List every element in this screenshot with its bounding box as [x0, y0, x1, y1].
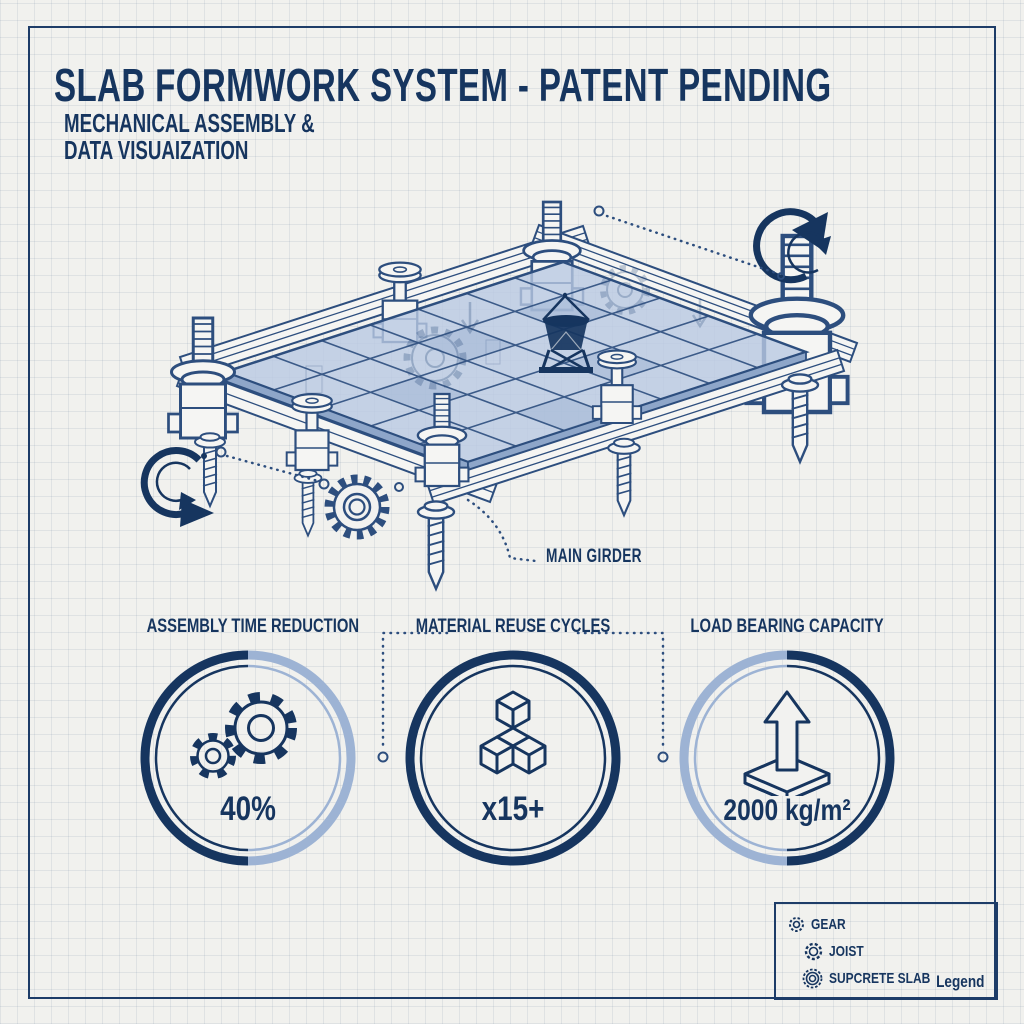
badge-load-capacity: LOAD BEARING CAPACITY 2000 kg/m²: [671, 616, 903, 874]
badge-dotted-connectors: [377, 631, 669, 763]
screw-leg-icon: [194, 432, 226, 507]
screw-leg-icon: [607, 437, 641, 517]
ghost-gear-icon: [403, 326, 467, 390]
screw-leg-icon: [780, 373, 820, 463]
stacked-cubes-icon: [479, 690, 547, 775]
subtitle-line-1: MECHANICAL ASSEMBLY &: [64, 108, 315, 138]
badge-reuse-cycles: MATERIAL REUSE CYCLES x15+: [397, 616, 629, 874]
ghost-box-icon: [305, 365, 323, 394]
sprocket-gear-icon: [324, 474, 404, 540]
legend-item-label: GEAR: [811, 915, 846, 933]
badge-label: MATERIAL REUSE CYCLES: [415, 616, 611, 637]
ghost-gear-icon: [600, 265, 650, 315]
progress-ring: [140, 650, 356, 866]
concrete-hopper-icon: [539, 292, 593, 373]
ghost-box-icon: [485, 339, 501, 365]
screw-leg-icon: [416, 500, 456, 590]
legend-item-gear: GEAR: [788, 914, 854, 934]
joist-icon: [804, 942, 823, 960]
page-subtitle: MECHANICAL ASSEMBLY & DATA VISUAIZATION: [64, 110, 412, 164]
legend-box: GEAR JOIST SUPCRETE SLAB Legend: [774, 902, 998, 1000]
load-arrow-slab-icon: [743, 690, 831, 796]
page-title: SLAB FORMWORK SYSTEM - PATENT PENDING: [54, 59, 832, 111]
formwork-isometric-drawing: [140, 200, 859, 590]
rotation-arrow-cw-icon: [140, 447, 214, 527]
badge-value: 2000 kg/m²: [723, 794, 851, 827]
ghost-arrow-icon: [460, 302, 480, 335]
gears-icon: [190, 692, 297, 779]
badge-value: x15+: [481, 790, 545, 828]
badge-label: ASSEMBLY TIME REDUCTION: [146, 616, 360, 637]
screw-jack-icon: [167, 316, 239, 440]
ghost-arrow-icon: [691, 298, 709, 329]
progress-ring: [679, 650, 895, 866]
supcrete-slab-icon: [802, 968, 823, 988]
badge-value: 40%: [220, 790, 276, 828]
gear-icon: [789, 916, 804, 932]
badge-assembly-time: ASSEMBLY TIME REDUCTION 40%: [132, 616, 364, 874]
subtitle-line-2: DATA VISUAIZATION: [64, 135, 249, 165]
page-border-frame: [28, 26, 996, 999]
legend-title: Legend: [935, 972, 984, 991]
screw-leg-icon: [293, 469, 323, 537]
front-girder-rail: [425, 348, 846, 506]
progress-ring: [405, 650, 621, 866]
legend-item-joist: JOIST: [804, 941, 872, 961]
legend-item-label: JOIST: [829, 942, 864, 960]
main-girder-label: MAIN GIRDER: [546, 546, 642, 567]
callout-dotted-lines: [215, 205, 785, 563]
legend-item-label: SUPCRETE SLAB: [829, 969, 931, 987]
badge-label: LOAD BEARING CAPACITY: [690, 616, 884, 637]
legend-item-supcrete-slab: SUPCRETE SLAB: [802, 968, 956, 988]
rotation-arrow-ccw-icon: [753, 208, 831, 284]
